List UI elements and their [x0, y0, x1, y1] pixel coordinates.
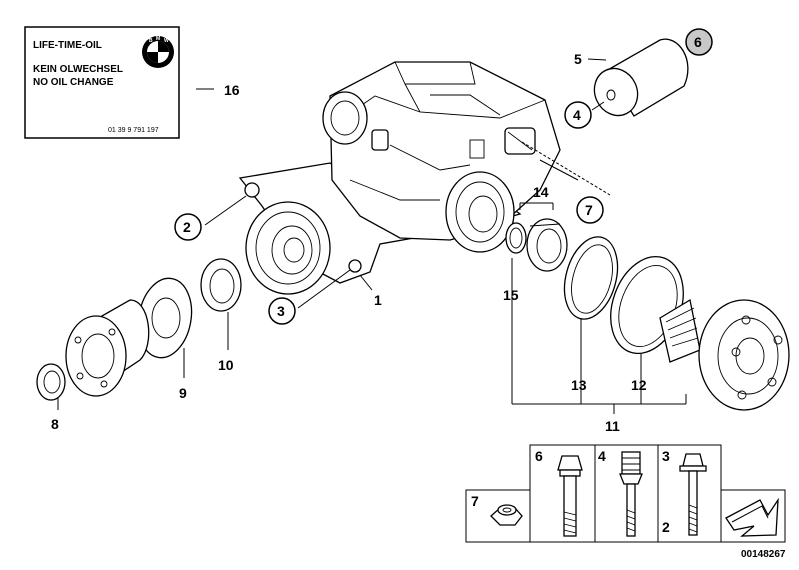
- fastener-label-2: 2: [662, 519, 670, 535]
- callout-circle-6: [685, 28, 713, 56]
- callout-16: 16: [224, 82, 240, 98]
- label-line-1: LIFE-TIME-OIL: [33, 40, 102, 51]
- callout-circle-2: [174, 213, 202, 241]
- callout-6: 6: [694, 34, 702, 50]
- logo-letter-m: M: [156, 36, 160, 42]
- callout-5: 5: [574, 51, 582, 67]
- leader-7b: [539, 159, 579, 181]
- collar-nut-part-8: [36, 363, 66, 401]
- callout-12: 12: [631, 377, 647, 393]
- o-ring-part-15: [505, 222, 527, 254]
- leader-3: [297, 269, 351, 309]
- shaft-seal-part-10: [200, 258, 242, 312]
- fastener-label-4: 4: [598, 448, 606, 464]
- logo-letter-b: B: [149, 38, 153, 44]
- callout-11: 11: [605, 418, 620, 434]
- navigation-arrow-icon[interactable]: [725, 497, 779, 537]
- output-flange-part-11: [659, 298, 790, 411]
- fastener-label-7: 7: [471, 493, 479, 509]
- leader-5: [587, 58, 607, 61]
- label-part-number: 01 39 9 791 197: [108, 127, 159, 134]
- callout-7: 7: [585, 202, 593, 218]
- callout-10: 10: [218, 357, 234, 373]
- callout-15: 15: [503, 287, 519, 303]
- leader-1: [359, 274, 373, 291]
- callout-circle-3: [268, 297, 296, 325]
- label-line-2: KEIN OLWECHSEL: [33, 64, 123, 75]
- vent-cap-part-5: [593, 38, 689, 117]
- callout-14: 14: [533, 184, 549, 200]
- fastener-label-3: 3: [662, 448, 670, 464]
- callout-8: 8: [51, 416, 59, 432]
- input-flange: [65, 299, 150, 397]
- callout-13: 13: [571, 377, 587, 393]
- callout-1: 1: [374, 292, 382, 308]
- oil-label-sticker: LIFE-TIME-OIL KEIN OLWECHSEL NO OIL CHAN…: [24, 26, 180, 139]
- flange-bolt-icon: [679, 453, 707, 536]
- callout-2: 2: [183, 219, 191, 235]
- fastener-panel: 7 6 4 3 2: [465, 444, 786, 543]
- callout-3: 3: [277, 303, 285, 319]
- callout-9: 9: [179, 385, 187, 401]
- callout-circle-7: [576, 196, 604, 224]
- seal-ring-part-13: [563, 236, 619, 320]
- label-line-3: NO OIL CHANGE: [33, 77, 114, 88]
- callout-circle-4: [564, 101, 592, 129]
- logo-letter-w: W: [164, 38, 169, 44]
- bmw-logo-icon: B M W: [142, 36, 174, 68]
- fastener-label-6: 6: [535, 448, 543, 464]
- hex-bolt-icon: [557, 455, 583, 537]
- differential-housing: [238, 61, 561, 295]
- leader-4: [591, 101, 605, 111]
- leader-7a: [521, 141, 611, 196]
- leader-2: [204, 195, 247, 226]
- document-number: 00148267: [741, 549, 786, 560]
- shaft-seal-part-14: [526, 218, 568, 272]
- stud-bolt-icon: [619, 451, 643, 537]
- hex-nut-icon: [490, 504, 523, 526]
- callout-4: 4: [573, 107, 581, 123]
